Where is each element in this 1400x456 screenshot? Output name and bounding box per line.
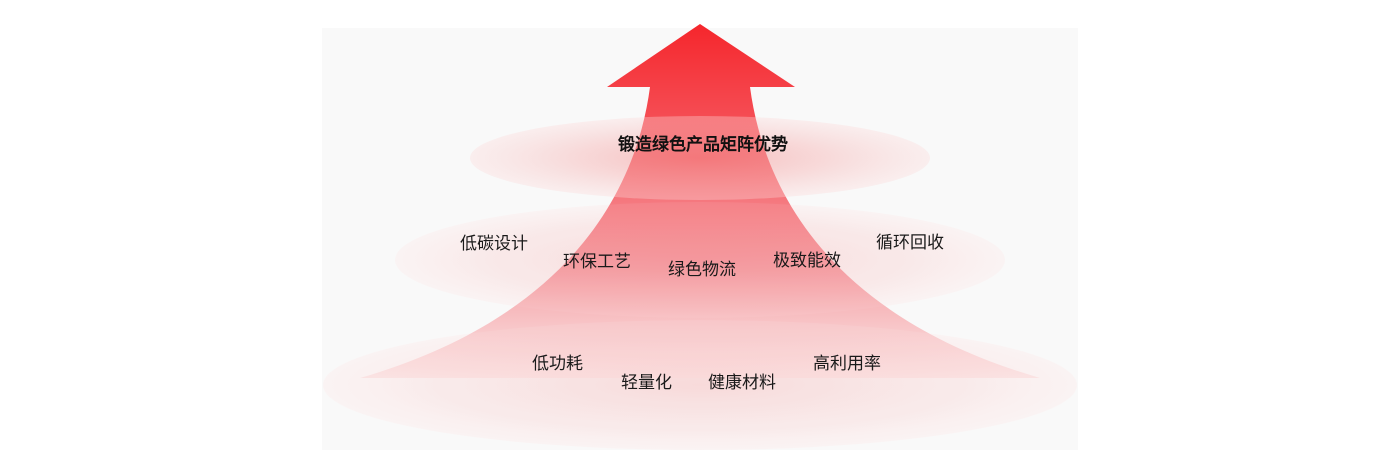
bottom-ring-overlay xyxy=(323,320,1077,450)
top-ring xyxy=(470,116,930,200)
diagram-title: 锻造绿色产品矩阵优势 xyxy=(618,135,788,155)
middle-ring-overlay xyxy=(395,202,1005,318)
middle-label-green-logistics: 绿色物流 xyxy=(668,260,736,280)
middle-label-extreme-efficiency: 极致能效 xyxy=(773,251,841,271)
bottom-label-low-power: 低功耗 xyxy=(532,354,583,374)
bottom-label-healthy-materials: 健康材料 xyxy=(708,373,776,393)
bottom-label-lightweight: 轻量化 xyxy=(621,373,672,393)
bottom-label-high-utilization: 高利用率 xyxy=(813,354,881,374)
middle-label-eco-process: 环保工艺 xyxy=(563,252,631,272)
arrow-shape xyxy=(360,24,1040,378)
middle-label-low-carbon-design: 低碳设计 xyxy=(460,234,528,254)
middle-label-recycling: 循环回收 xyxy=(876,233,944,253)
